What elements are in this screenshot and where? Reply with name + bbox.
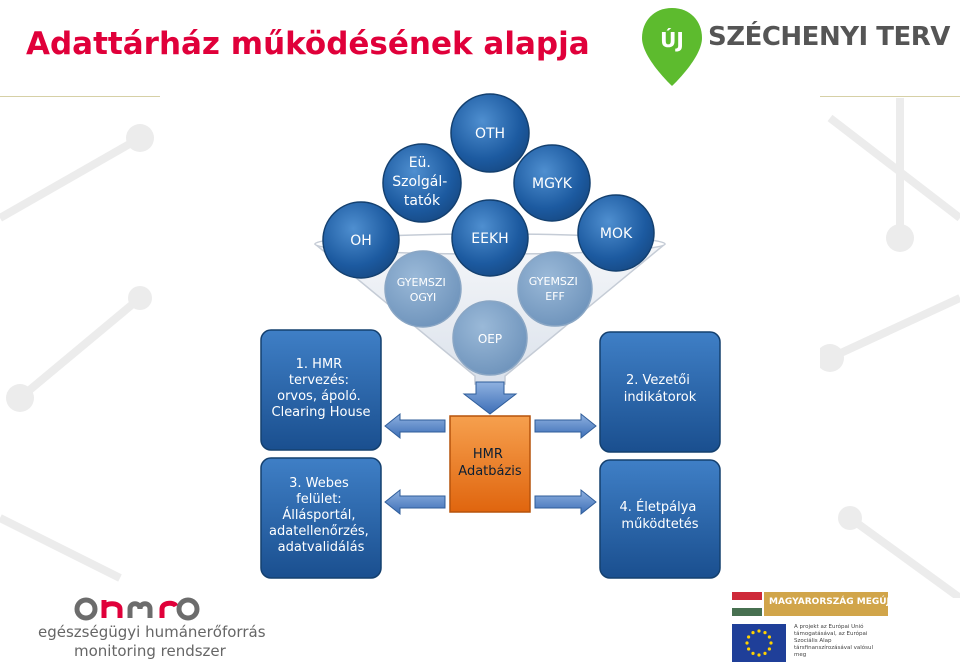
szechenyi-terv-text: SZÉCHENYI TERV [708,22,950,52]
arrow-to-box2 [534,412,597,440]
arrow-to-box1 [384,412,446,440]
source-label-oep: OEP [478,332,502,346]
page-title: Adattárház működésének alapja [26,26,590,62]
box-hmr-tervezes-label: 1. HMR tervezés: orvos, ápoló. Clearing … [272,357,371,420]
hu-banner-text: MAGYARORSZÁG MEGÚJUL [769,597,903,607]
funnel-down-arrow [462,381,518,415]
hmr-database-box: HMR Adatbázis [449,415,531,513]
ehmr-tagline-1: egészségügyi humánerőforrás [38,623,266,641]
source-label-gyemszi-eff: GYEMSZI EFF [529,275,581,303]
data-warehouse-diagram: OTH Eü. Szolgál- tatók MGYK OH EEKH MOK [260,93,721,579]
hungary-flag-icon [732,592,762,616]
source-node-mgyk: MGYK [513,144,591,222]
eu-funding-text: A projekt az Európai Unió támogatásával,… [794,624,874,658]
source-label-mgyk: MGYK [532,176,573,192]
source-label-oh: OH [350,233,372,249]
background-network-pattern [0,98,960,598]
source-node-mok: MOK [577,194,655,272]
hmr-database-label: HMR Adatbázis [458,447,522,479]
source-node-eekh: EEKH [451,199,529,277]
source-node-oep: OEP [452,300,528,376]
map-pin-icon: ÚJ [642,8,702,86]
szechenyi-terv-logo: ÚJ [640,6,704,94]
hu-banner [764,592,888,616]
eu-flag-icon [732,624,786,662]
box-hmr-tervezes: 1. HMR tervezés: orvos, ápoló. Clearing … [260,329,382,451]
box-webes-felulet: 3. Webes felület: Állásportál, adatellen… [260,457,382,579]
source-node-eu: Eü. Szolgál- tatók [382,143,462,223]
source-node-oth: OTH [450,93,530,173]
ehmr-tagline-2: monitoring rendszer [74,642,226,660]
box-vezetoi-indikatorok-label: 2. Vezetői indikátorok [624,373,697,405]
szt-badge-text: ÚJ [660,28,684,52]
source-node-gyemszi-eff: GYEMSZI EFF [517,251,593,327]
title-rule-right [820,96,960,97]
arrow-to-box4 [534,488,597,516]
arrow-to-box3 [384,488,446,516]
ehmr-logo-mark [74,597,200,621]
box-eletpalya: 4. Életpálya működtetés [599,459,721,579]
source-label-eu: Eü. Szolgál- tatók [392,155,452,209]
source-label-eekh: EEKH [471,231,508,247]
source-label-oth: OTH [475,126,505,142]
box-eletpalya-label: 4. Életpálya működtetés [619,499,700,532]
source-label-mok: MOK [600,226,633,242]
source-node-oh: OH [322,201,400,279]
source-label-gyemszi-ogyi: GYEMSZI OGYI [397,276,449,304]
box-webes-felulet-label: 3. Webes felület: Állásportál, adatellen… [269,476,373,555]
title-rule-left [0,96,160,97]
source-node-gyemszi-ogyi: GYEMSZI OGYI [384,250,462,328]
box-vezetoi-indikatorok: 2. Vezetői indikátorok [599,331,721,453]
